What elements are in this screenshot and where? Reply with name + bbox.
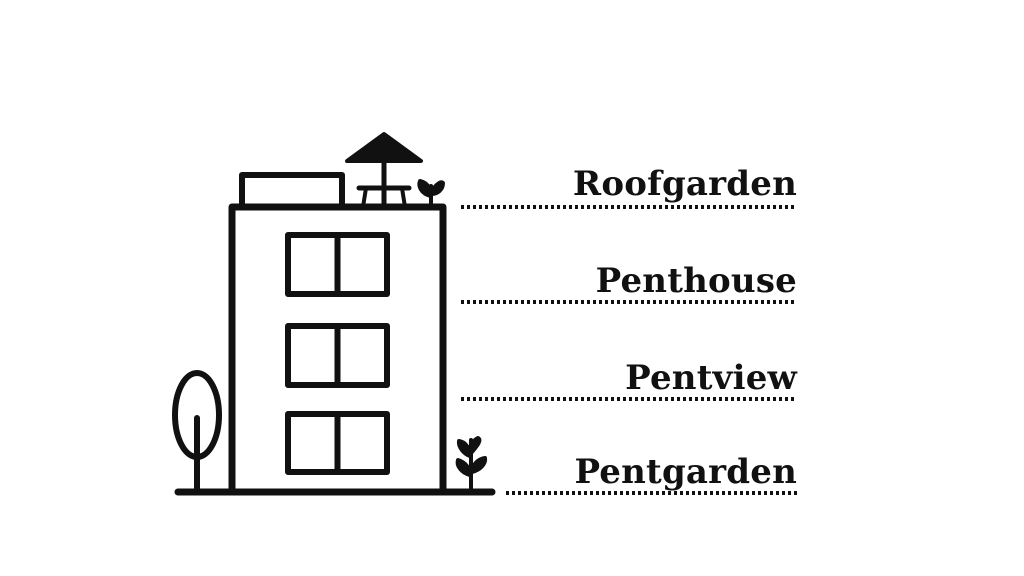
floor-label-pentgarden: Pentgarden xyxy=(574,452,797,492)
floor-label-roofgarden: Roofgarden xyxy=(572,164,797,204)
floor-label-penthouse: Penthouse xyxy=(595,261,797,301)
window-bottom xyxy=(285,411,390,475)
ground-plant-icon xyxy=(455,436,488,492)
rooftop-plant-icon xyxy=(417,179,445,209)
window-middle xyxy=(285,323,390,388)
window-top xyxy=(285,232,390,297)
tree-icon xyxy=(172,370,222,493)
rooftop-block xyxy=(239,172,345,210)
floor-label-pentview: Pentview xyxy=(625,358,797,398)
parasol-table-icon xyxy=(345,132,423,210)
